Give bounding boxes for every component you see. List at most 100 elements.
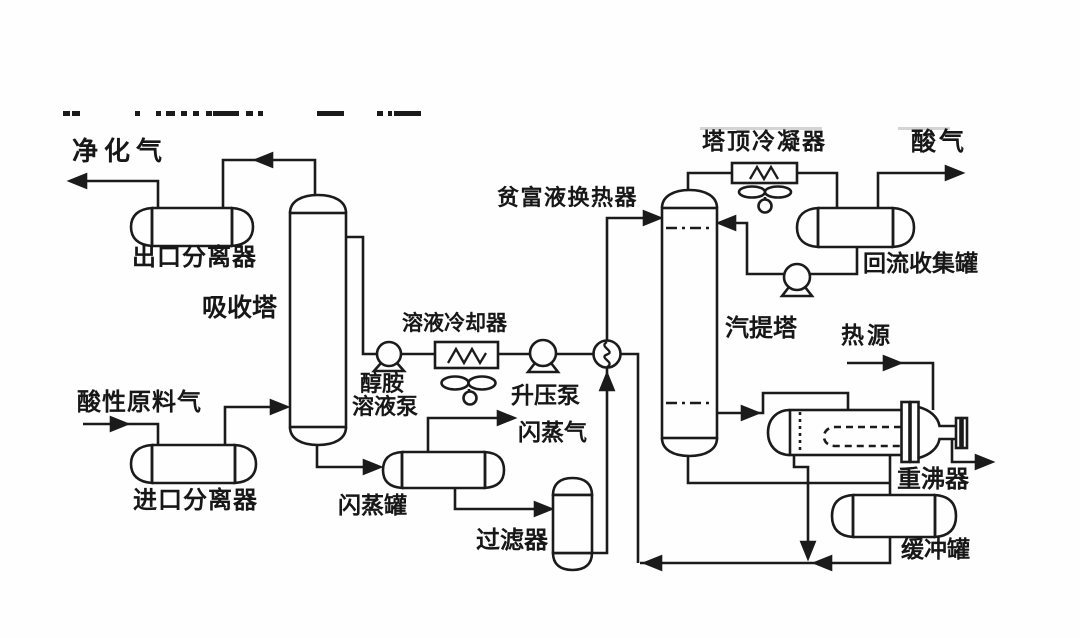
pipe-purified-gas xyxy=(66,172,160,208)
arrow-right-icon xyxy=(944,164,966,182)
label-acid-feed-gas: 酸性原料气 xyxy=(77,388,202,416)
outlet-separator-vessel xyxy=(129,206,255,248)
pipe-rich-amine-to-flash-drum xyxy=(315,443,384,476)
pipe-acid-gas-out xyxy=(876,164,966,208)
label-amine-pump-line2: 溶液泵 xyxy=(352,395,419,420)
fan-blade xyxy=(763,185,793,199)
label-buffer-tank: 缓冲罐 xyxy=(901,537,970,563)
arrow-right-icon xyxy=(109,415,131,433)
arrow-left-icon xyxy=(66,172,88,190)
arrow-right-icon xyxy=(974,453,996,471)
pipe-lean-return-bottom xyxy=(640,537,892,572)
nozzle-flange-bar xyxy=(961,416,969,450)
pipe-rich-to-stripper xyxy=(605,209,664,340)
arrow-right-icon xyxy=(496,409,518,427)
pipe-main-lean-line xyxy=(401,352,640,563)
title-fragment-bar xyxy=(394,111,421,116)
pipe-acid-feed xyxy=(83,415,160,445)
label-solution-cooler: 溶液冷却器 xyxy=(402,311,507,335)
label-heat-source: 热源 xyxy=(841,323,893,349)
title-fragment-bar xyxy=(166,111,175,116)
title-fragment-bar xyxy=(246,111,253,116)
arrow-left-icon xyxy=(811,554,833,572)
pipe-reboiler-drain xyxy=(792,455,817,562)
label-flash-gas: 闪蒸气 xyxy=(518,420,587,446)
label-lean-rich-exchanger: 贫富液换热器 xyxy=(497,186,639,211)
absorber-column xyxy=(288,193,348,447)
pipe-feed-to-absorber xyxy=(223,398,291,445)
pipe-flash-drum-to-filter xyxy=(453,488,555,518)
pipe-lean-amine-to-absorber xyxy=(347,235,377,356)
label-stripper: 汽提塔 xyxy=(725,314,797,342)
nozzle-flange-bar xyxy=(954,416,962,450)
arrow-right-icon xyxy=(882,354,904,372)
title-fragment-bar xyxy=(63,111,70,116)
arrow-down-icon xyxy=(799,540,817,562)
title-fragment-bar xyxy=(193,111,199,116)
arrow-right-icon xyxy=(740,404,762,422)
overhead-condenser-symbol xyxy=(730,161,799,214)
reflux-drum-vessel xyxy=(795,206,916,249)
pipe-drum-to-reflux-pump xyxy=(810,247,859,276)
label-absorber: 吸收塔 xyxy=(202,293,278,322)
pipe-absorber-overhead xyxy=(221,151,317,208)
pipe-heat-source xyxy=(847,354,935,410)
flange-bar xyxy=(900,400,911,464)
title-fragment-bar xyxy=(317,111,344,116)
faint-mark xyxy=(898,127,950,130)
label-booster-pump: 升压泵 xyxy=(511,383,580,409)
arrow-left-icon xyxy=(641,554,663,572)
amine-solution-pump-symbol xyxy=(371,340,407,373)
title-fragment-bar xyxy=(388,111,392,116)
flange-bar xyxy=(909,400,920,464)
pipe-stripper-to-reboiler xyxy=(717,391,850,422)
fan-blade xyxy=(467,375,497,391)
fan-blade xyxy=(737,185,767,199)
label-filter: 过滤器 xyxy=(476,526,548,554)
title-fragment-bar xyxy=(181,111,187,116)
label-flash-drum: 闪蒸罐 xyxy=(338,493,407,519)
lean-rich-exchanger-symbol xyxy=(592,339,622,369)
flash-drum-vessel xyxy=(381,450,506,490)
stripper-column xyxy=(660,188,719,458)
label-reflux-accumulator: 回流收集罐 xyxy=(863,251,978,277)
pipe-condenser-to-drum xyxy=(797,171,839,208)
reflux-pump-symbol xyxy=(779,262,815,298)
label-acid-gas: 酸气 xyxy=(911,127,968,156)
booster-pump-symbol xyxy=(525,338,561,374)
arrow-right-icon xyxy=(533,500,555,518)
title-fragment-bar xyxy=(258,111,263,116)
solution-cooler-symbol xyxy=(433,340,500,406)
title-fragment-bar xyxy=(135,111,140,116)
title-fragment-bar xyxy=(377,111,383,116)
title-fragment-bar xyxy=(156,111,161,116)
label-outlet-separator: 出口分离器 xyxy=(132,243,257,271)
fan-blade xyxy=(440,375,470,391)
fan-motor xyxy=(462,390,478,406)
title-fragment-bar xyxy=(206,111,212,116)
title-fragment-bar xyxy=(72,111,80,116)
reboiler-vessel xyxy=(766,400,969,464)
arrow-left-icon xyxy=(715,214,737,232)
pipe-stripper-overhead xyxy=(686,171,732,190)
pipe-flash-gas xyxy=(426,409,518,452)
label-reboiler: 重沸器 xyxy=(897,465,969,493)
buffer-tank-vessel xyxy=(830,493,958,539)
arrow-left-icon xyxy=(252,151,274,169)
title-fragment-bar xyxy=(213,111,239,116)
pipe-reboiler-outlet xyxy=(950,438,996,471)
fan-motor xyxy=(757,198,773,214)
filter-vessel xyxy=(551,476,594,572)
inlet-separator-vessel xyxy=(129,443,258,485)
label-inlet-separator: 进口分离器 xyxy=(133,486,258,514)
pipe-reflux-to-stripper xyxy=(715,214,784,276)
arrow-right-icon xyxy=(362,458,384,476)
faint-mark xyxy=(700,127,822,130)
arrow-right-icon xyxy=(642,209,664,227)
pipe-filter-to-exchanger xyxy=(592,368,616,555)
label-overhead-condenser: 塔顶冷凝器 xyxy=(702,129,827,155)
label-amine-pump-line1: 醇胺 xyxy=(360,372,405,397)
label-purified-gas: 净化气 xyxy=(72,137,169,167)
